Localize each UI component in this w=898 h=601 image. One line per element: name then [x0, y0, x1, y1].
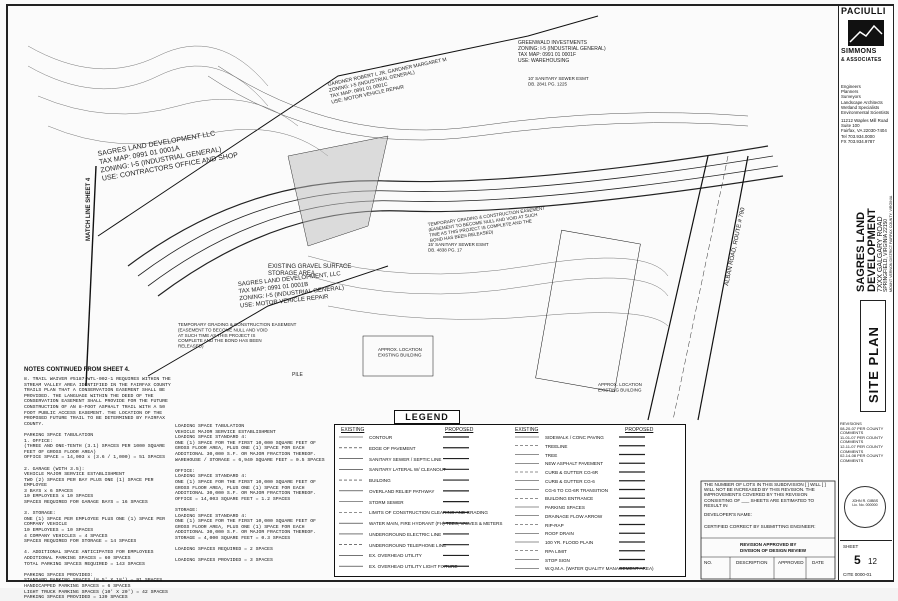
- legend-item: CG-6 TO CG-6R TRANSITION: [545, 487, 609, 493]
- alban-road-edge: [647, 155, 709, 421]
- legend-item: BUILDING: [369, 478, 391, 484]
- seal-text: JOHN R. GIBBS Lic. No. 000000: [851, 499, 879, 508]
- legend-item: CURB & GUTTER CG-6R: [545, 470, 599, 475]
- legend-item: STORM SEWER: [369, 499, 404, 505]
- sheet-title: SITE PLAN: [866, 326, 881, 403]
- hatch-area: [287, 135, 389, 247]
- legend-item: UNDERGROUND TELEPHONE LINE: [369, 542, 447, 548]
- legend-item: UNDERGROUND ELECTRIC LINE: [369, 531, 442, 537]
- legend-item: EDGE OF PAVEMENT: [369, 445, 416, 451]
- sheet-border: [6, 4, 894, 582]
- legend-hdr-existing-left: EXISTING: [341, 427, 365, 433]
- legend-item: W.Q.M.A. (WATER QUALITY MANAGEMENT AREA): [545, 566, 654, 572]
- legend-item: LIMITS OF CONSTRUCTION CLEARING AND GRAD…: [369, 510, 488, 516]
- legend-symbols: [339, 436, 645, 569]
- parcel-boundary: [97, 15, 599, 237]
- notes-header: NOTES CONTINUED FROM SHEET 4.: [24, 367, 130, 373]
- sheet-title-box: SITE PLAN: [860, 300, 886, 412]
- label-match-line: MATCH LINE SHEET 4: [86, 177, 92, 241]
- legend-item: OVERLAND RELIEF PATHWAY: [369, 488, 435, 494]
- parcel-boundary-2: [147, 265, 389, 377]
- legend-item: RPA LIMIT: [545, 548, 567, 554]
- notes-column: NOTES CONTINUED FROM SHEET 4. 8. TRAIL W…: [24, 367, 176, 600]
- legend-box: EXISTING PROPOSED EXISTING PROPOSED CONT…: [334, 424, 686, 577]
- col-date: DATE: [812, 560, 824, 565]
- approval-grid: [700, 480, 836, 580]
- legend-hdr-proposed-left: PROPOSED: [445, 427, 474, 433]
- project-line-5: MOUNT VERNON DISTRICT FAIRFAX COUNTY, VI…: [889, 195, 893, 292]
- legend-item: RIP-RAP: [545, 522, 564, 528]
- legend-item: TREE: [545, 452, 558, 458]
- legend-item: 100 YR. FLOOD PLAIN: [545, 540, 594, 545]
- label-gardner: GARDNER ROBERT L JR, GARDNER MARGARET MZ…: [327, 57, 451, 106]
- legend-item: CONTOUR: [369, 435, 393, 440]
- developer-name: DEVELOPER'S NAME:: [704, 512, 752, 517]
- loading-tabulation: LOADING SPACE TABULATION VEHICLE MAJOR S…: [175, 424, 333, 577]
- col-approved: APPROVED: [778, 560, 804, 565]
- loading-body: LOADING SPACE TABULATION VEHICLE MAJOR S…: [175, 424, 325, 564]
- legend-item: EX. OVERHEAD UTILITY LIGHT FIXTURE: [369, 564, 458, 570]
- legend-item: CURB & GUTTER CG-6: [545, 478, 595, 484]
- legend-hdr-existing-right: EXISTING: [515, 427, 539, 433]
- existing-building-right: [535, 229, 641, 393]
- title-block: [838, 6, 893, 580]
- label-sagres-top: SAGRES LAND DEVELOPMENT LLCTAX MAP: 0991…: [97, 127, 239, 183]
- label-easement2: TEMPORARY GRADING & CONSTRUCTION EASEMEN…: [178, 322, 297, 349]
- division-label: DIVISION OF DESIGN REVIEW: [740, 548, 807, 553]
- legend-item: TREELINE: [545, 443, 568, 449]
- existing-building-mid: [362, 335, 434, 377]
- sheet-total: 12: [868, 557, 877, 566]
- firm-name-2: SIMMONS & ASSOCIATES: [841, 48, 882, 64]
- firm-disciplines: Engineers Planners Surveyors Landscape A…: [841, 84, 890, 116]
- firm-line-2: SIMMONS: [841, 48, 877, 55]
- legend-item: EX. OVERHEAD UTILITY: [369, 553, 422, 559]
- legend-item: BUILDING ENTRANCE: [545, 496, 594, 502]
- project-title: SAGRES LAND DEVELOPMENT 7XXX GALGARY ROA…: [855, 132, 885, 292]
- firm-logo-icon: [848, 20, 884, 46]
- legend-item: SIDEWALK / CONC PAVING: [545, 435, 604, 440]
- label-pile: PILE: [292, 372, 304, 378]
- legend-item: SANITARY LATERAL W/ CLEANOUT: [369, 467, 446, 473]
- legend-item: SANITARY SEWER / SEPTIC LINE: [369, 456, 442, 462]
- legend-item: PARKING SPACES: [545, 505, 585, 510]
- engineer-cert: CERTIFIED CORRECT BY SUBMITTING ENGINEER…: [704, 524, 816, 529]
- revision-approved: REVISION APPROVED BY: [740, 542, 797, 547]
- professional-seal: JOHN R. GIBBS Lic. No. 000000: [844, 486, 886, 528]
- legend-item: STOP SIGN: [545, 557, 570, 563]
- legend-item: ROOF DRAIN: [545, 531, 574, 537]
- col-no: NO.: [704, 560, 713, 565]
- approval-statement: THE NUMBER OF LOTS IN THIS SUBDIVISION […: [704, 482, 826, 508]
- alban-road-centerline: [672, 155, 729, 421]
- firm-line-3: & ASSOCIATES: [841, 57, 882, 63]
- legend-hdr-proposed-right: PROPOSED: [625, 427, 654, 433]
- legend-title: LEGEND: [394, 410, 460, 424]
- alban-road-edge-2: [697, 155, 749, 421]
- file-number: CITE 0000-01: [843, 572, 872, 577]
- firm-name-1: PACIULLI: [841, 6, 886, 16]
- match-line: [85, 165, 97, 387]
- col-description: DESCRIPTION: [736, 560, 768, 565]
- legend-item: NEW ASPHALT PAVEMENT: [545, 461, 604, 467]
- notes-body: 8. TRAIL WAIVER #5187-WTL-002-1 REQUIRES…: [24, 377, 171, 601]
- legend-item: WATER MAIN, FIRE HYDRANT (FH) TEES, VALV…: [369, 521, 503, 527]
- sheet-number: 5: [854, 553, 861, 567]
- revision-list: REVISIONS 08-20-07 PER COUNTY COMMENTS 1…: [840, 421, 884, 463]
- firm-address: 11212 Waples Mill Road Suite 100 Fairfax…: [841, 118, 889, 144]
- sheet-number-block: SHEET 5 12 CITE 0000-01: [840, 540, 892, 581]
- approval-block: THE NUMBER OF LOTS IN THIS SUBDIVISION […: [700, 480, 836, 580]
- sheet-label: SHEET: [843, 544, 859, 549]
- legend-item: DRAINAGE FLOW ARROW: [545, 513, 603, 519]
- label-road: ALBAN ROAD, ROUTE # 790: [724, 207, 747, 287]
